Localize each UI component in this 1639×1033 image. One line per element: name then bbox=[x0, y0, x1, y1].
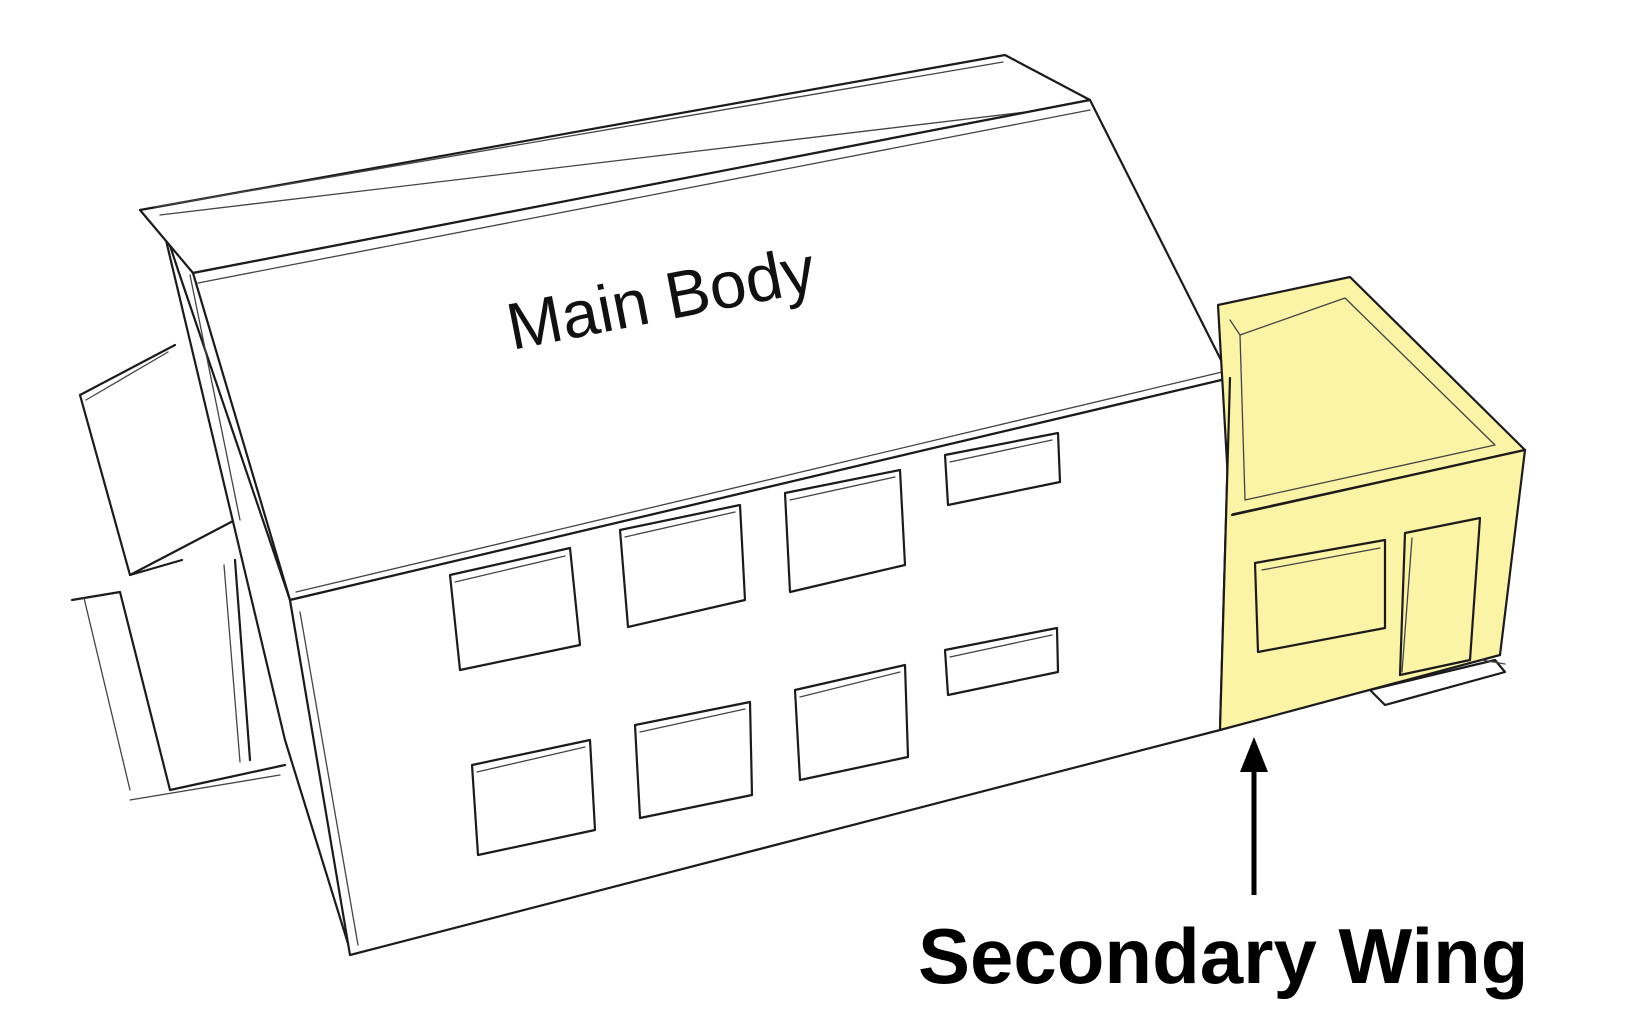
callout-arrow bbox=[1240, 737, 1268, 895]
secondary-wing bbox=[1218, 277, 1525, 730]
secondary-wing-label: Secondary Wing bbox=[918, 912, 1528, 1000]
main-body bbox=[140, 55, 1230, 955]
arrowhead-icon bbox=[1240, 737, 1268, 772]
